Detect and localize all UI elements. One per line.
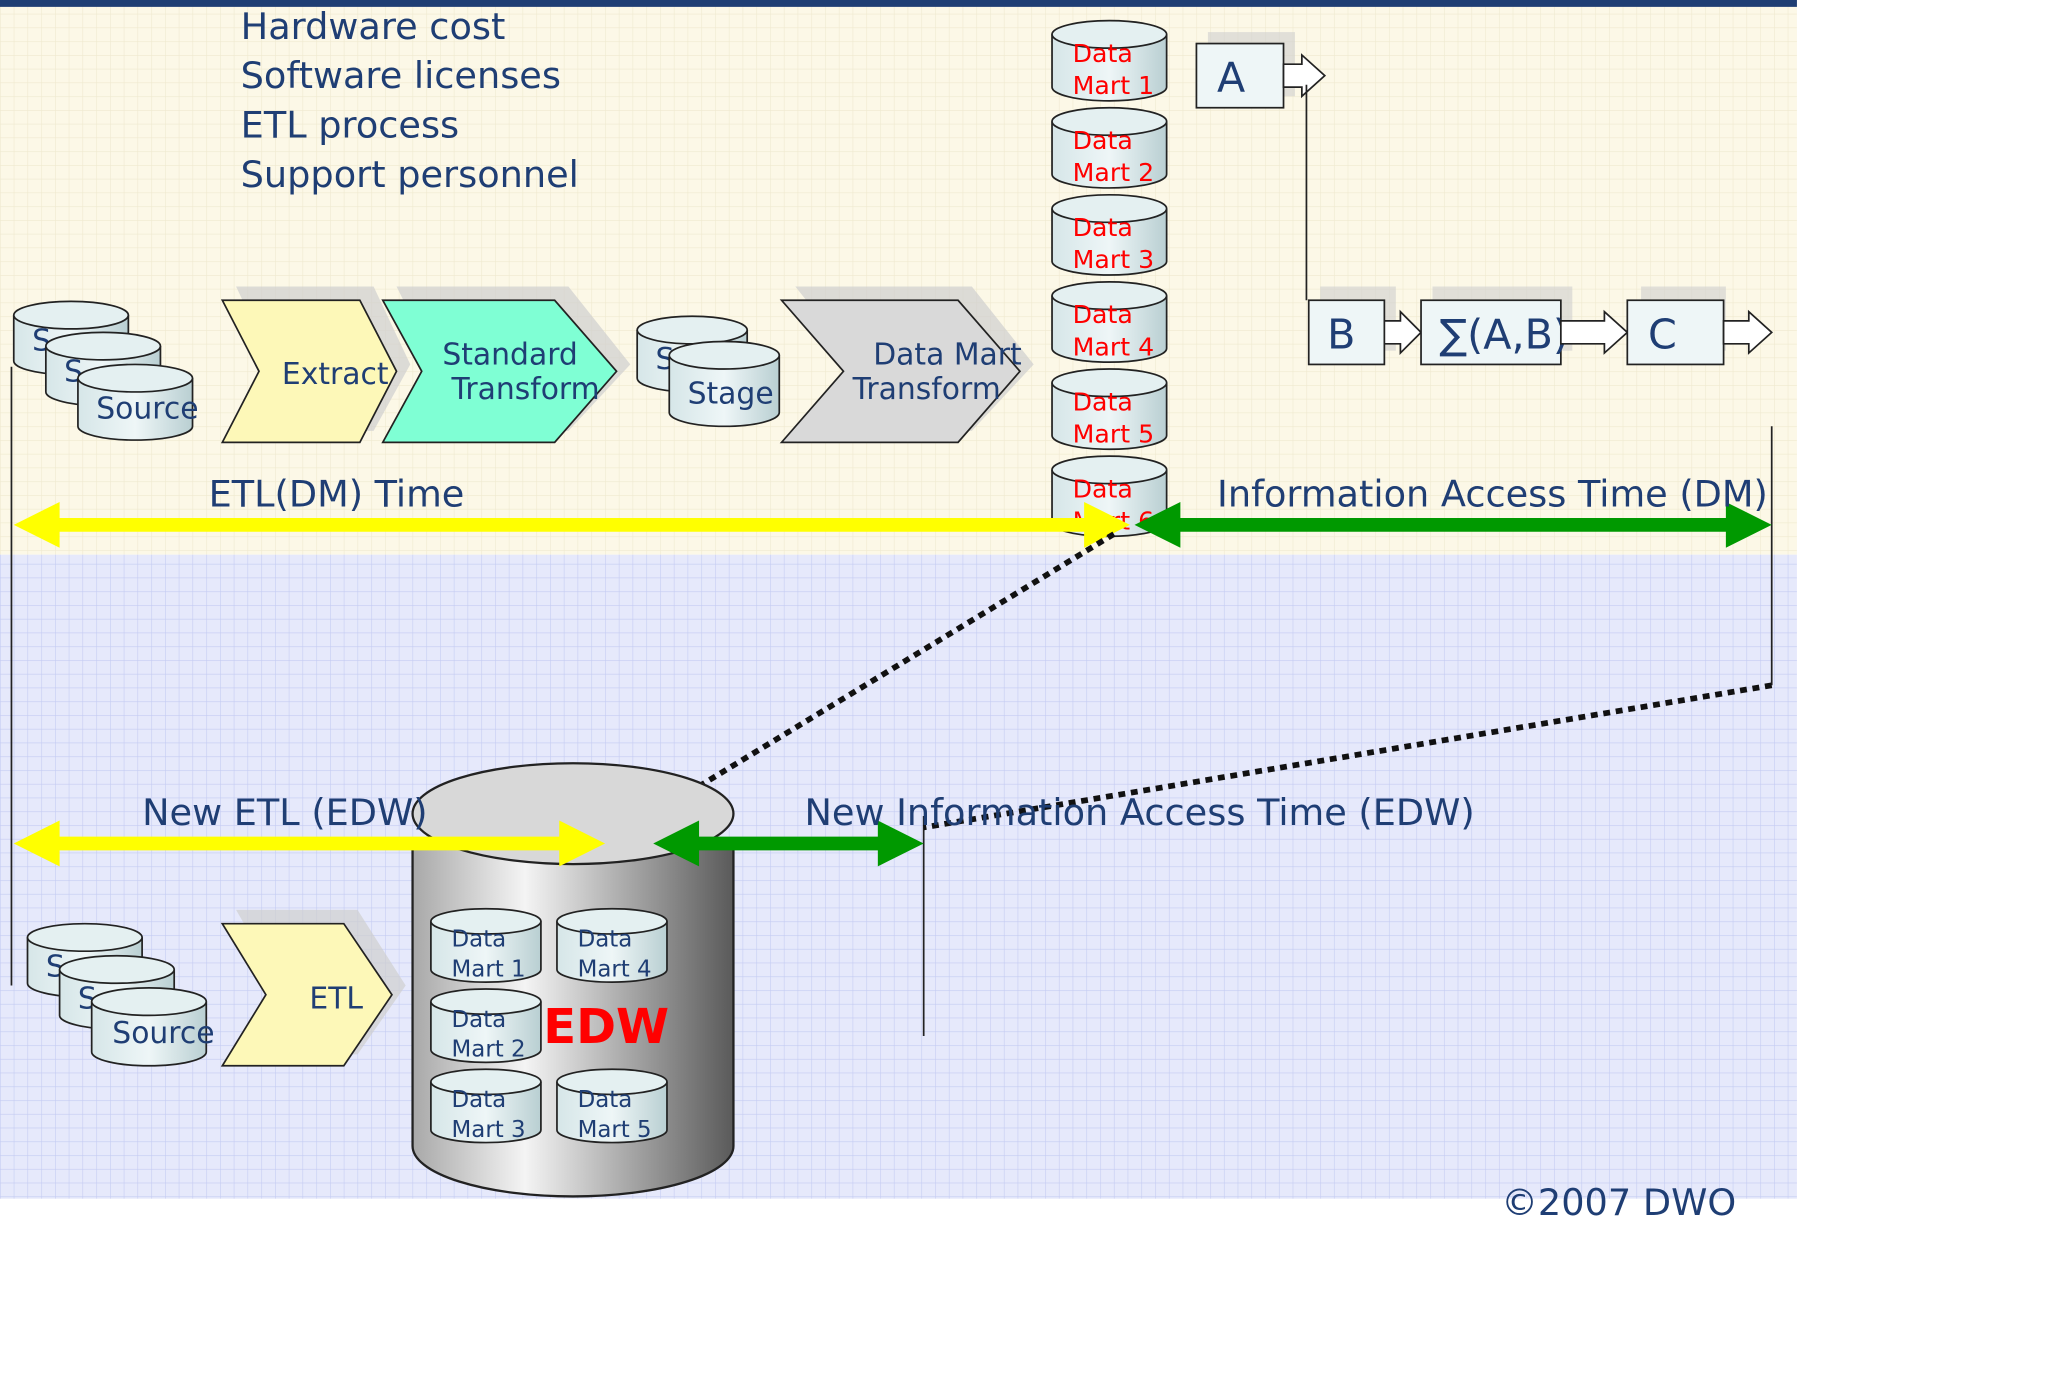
svg-text:Transform: Transform	[852, 372, 1001, 407]
stage-cylinder: Stage	[668, 340, 781, 428]
svg-text:Transform: Transform	[451, 372, 600, 407]
svg-text:Data Mart: Data Mart	[873, 337, 1021, 372]
svg-text:Data: Data	[452, 1007, 507, 1033]
svg-text:Mart 1: Mart 1	[1073, 71, 1154, 100]
svg-text:Mart 2: Mart 2	[1073, 158, 1154, 187]
top-background	[0, 0, 1797, 555]
stage-stack: S Stage	[636, 315, 781, 428]
calc-box-a: A	[1195, 32, 1327, 109]
dotted-connector	[923, 682, 1773, 831]
source-cylinder: Source	[77, 363, 199, 441]
arrow-icon	[1282, 53, 1327, 99]
cost-item: Support personnel	[241, 153, 579, 196]
svg-text:Standard: Standard	[442, 337, 577, 372]
arrow-icon	[1383, 309, 1423, 356]
svg-text:Mart 3: Mart 3	[452, 1117, 526, 1143]
data-mart-transform-step: Data Mart Transform	[779, 286, 1034, 444]
new-etl-edw-arrow: New ETL (EDW)	[13, 791, 606, 867]
svg-text:Data: Data	[1073, 387, 1133, 416]
info-access-dm-label: Information Access Time (DM)	[1217, 473, 1768, 516]
source-cylinder: Source	[90, 986, 215, 1067]
new-etl-edw-label: New ETL (EDW)	[142, 791, 427, 834]
svg-text:B: B	[1327, 310, 1355, 358]
svg-text:Data: Data	[578, 1087, 633, 1113]
svg-text:Data: Data	[452, 1087, 507, 1113]
svg-text:Source: Source	[96, 391, 198, 426]
standard-transform-step: Standard Transform	[381, 286, 631, 444]
svg-text:Data: Data	[578, 927, 633, 953]
svg-text:Mart 4: Mart 4	[1073, 332, 1154, 361]
svg-text:Mart 1: Mart 1	[452, 956, 526, 982]
svg-text:Data: Data	[1073, 474, 1133, 503]
edw-label: EDW	[543, 999, 669, 1055]
footer-copyright: ©2007 DWO	[1501, 1181, 1736, 1224]
extract-step: Extract	[220, 286, 411, 444]
svg-text:Extract: Extract	[282, 357, 389, 392]
svg-text:Mart 3: Mart 3	[1073, 245, 1154, 274]
calc-box-sum: ∑(A,B)	[1420, 286, 1629, 366]
bottom-background	[0, 554, 1797, 1199]
calc-box-c: C	[1626, 286, 1774, 366]
cost-item: ETL process	[241, 104, 459, 147]
arrow-icon	[1559, 309, 1629, 355]
new-info-access-edw-arrow: New Information Access Time (EDW)	[653, 791, 1475, 867]
etl-step: ETL	[220, 909, 406, 1067]
svg-text:A: A	[1217, 54, 1245, 102]
svg-text:Data: Data	[452, 927, 507, 953]
etl-dm-time-arrow: ETL(DM) Time	[13, 473, 1130, 548]
svg-text:Mart 4: Mart 4	[578, 956, 652, 982]
arrow-icon	[1722, 309, 1774, 355]
svg-text:C: C	[1648, 310, 1677, 358]
svg-text:ETL: ETL	[309, 981, 363, 1016]
top-source-stack: S S Source	[12, 300, 199, 441]
svg-text:Mart 5: Mart 5	[1073, 419, 1154, 448]
svg-text:Mart 5: Mart 5	[578, 1117, 652, 1143]
info-access-dm-arrow: Information Access Time (DM)	[1134, 473, 1772, 548]
cost-list: Hardware cost Software licenses ETL proc…	[241, 5, 579, 196]
svg-text:Data: Data	[1073, 300, 1133, 329]
etl-dm-time-label: ETL(DM) Time	[209, 473, 465, 516]
new-info-access-edw-label: New Information Access Time (EDW)	[804, 791, 1474, 834]
svg-text:Data: Data	[1073, 213, 1133, 242]
svg-text:Data: Data	[1073, 39, 1133, 68]
svg-text:Source: Source	[112, 1016, 214, 1051]
calc-box-b: B	[1307, 286, 1423, 366]
svg-text:Data: Data	[1073, 126, 1133, 155]
cost-item: Hardware cost	[241, 5, 506, 48]
cost-item: Software licenses	[241, 54, 561, 97]
header-bar	[0, 0, 1797, 7]
svg-text:Mart 2: Mart 2	[452, 1037, 526, 1063]
diagram-canvas: Hardware cost Software licenses ETL proc…	[0, 0, 1797, 1224]
svg-text:∑(A,B): ∑(A,B)	[1439, 310, 1569, 358]
svg-text:Stage: Stage	[688, 376, 774, 411]
bottom-source-stack: S S Source	[26, 922, 215, 1067]
